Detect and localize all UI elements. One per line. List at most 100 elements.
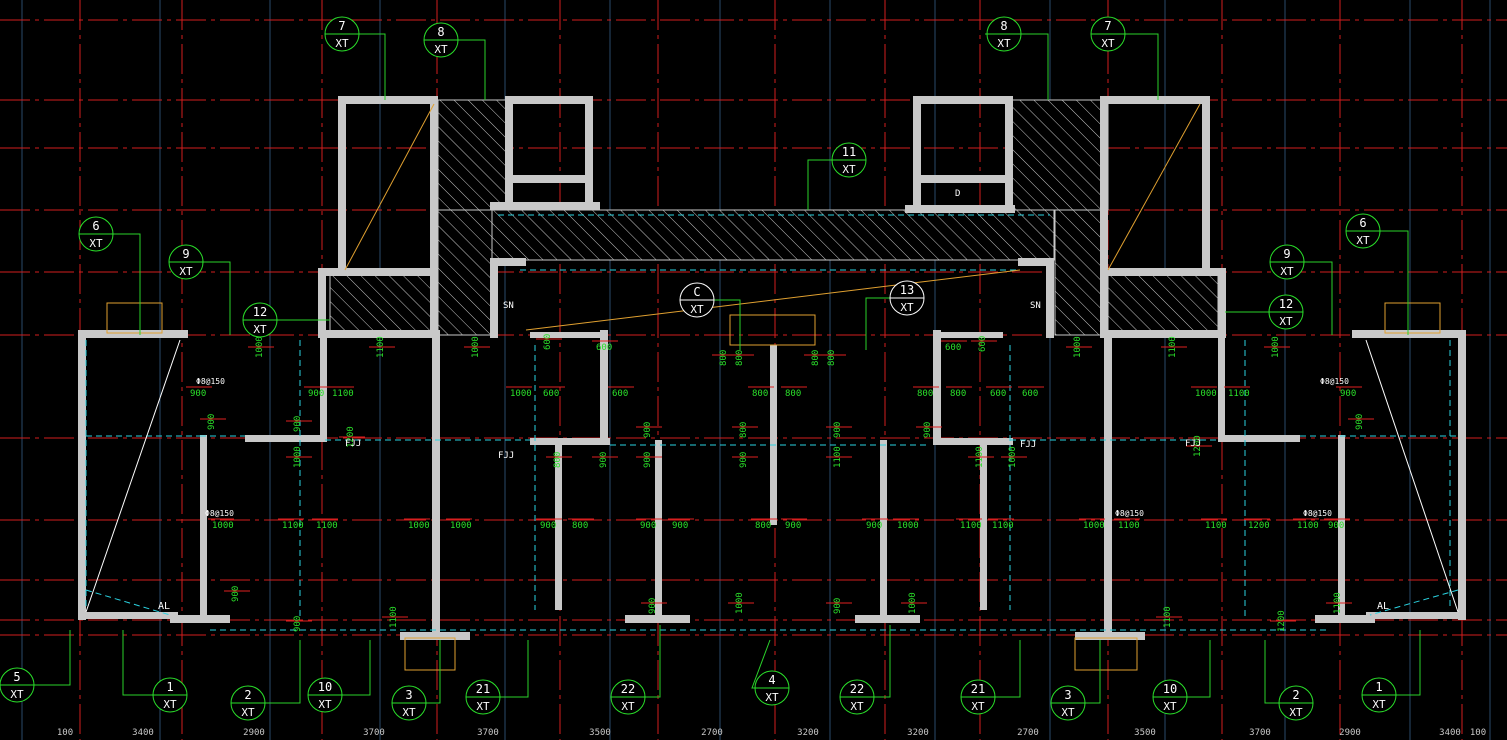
dim-label-12: 1100 [1168, 336, 1178, 358]
dim-mark-52: 800 [568, 518, 594, 531]
dim-mark-39: 1000 [1001, 446, 1027, 468]
dim-label-47: 1100 [282, 521, 304, 531]
dim-mark-71: 900 [826, 598, 852, 614]
marker-number: 12 [1279, 297, 1293, 311]
dim-mark-13: 1000 [1264, 336, 1290, 358]
marker-tag: XT [1163, 700, 1177, 713]
dim-label-44: 1200 [346, 426, 356, 448]
marker-number: 9 [182, 247, 189, 261]
label-fjj-2: FJJ [498, 451, 514, 461]
marker-tag: XT [765, 691, 779, 704]
dash-6 [85, 589, 171, 616]
dim-mark-73: 1100 [382, 606, 408, 628]
dim-mark-29: 900 [1348, 414, 1374, 430]
dim-mark-44: 1200 [339, 426, 365, 448]
rebar-2: Φ8@150 [205, 509, 234, 518]
marker-tag: XT [253, 323, 267, 336]
marker-4-20: 4XT [751, 639, 790, 706]
dim-mark-68: 900 [641, 598, 667, 614]
wall-52 [170, 615, 230, 623]
dim-mark-49: 1000 [404, 518, 430, 531]
dim-label-72: 900 [293, 616, 303, 632]
dim-label-73: 1100 [389, 606, 399, 628]
dim-mark-17: 1000 [506, 386, 532, 399]
rebar-4: Φ8@150 [1303, 509, 1332, 518]
marker-number: 7 [1104, 19, 1111, 33]
bottom-dim-14: 100 [1470, 728, 1486, 738]
dim-label-31: 900 [293, 416, 303, 432]
bottom-dim-0: 100 [57, 728, 73, 738]
marker-7-3: 7XT [1090, 16, 1159, 100]
dim-mark-19: 600 [608, 386, 634, 399]
marker-tag: XT [434, 43, 448, 56]
marker-3-23: 3XT [1050, 640, 1101, 721]
dim-mark-2: 1000 [464, 336, 490, 358]
dim-label-76: 1100 [1163, 606, 1173, 628]
wall-50 [980, 440, 987, 610]
dim-mark-63: 1100 [1201, 518, 1227, 531]
wall-45 [1338, 435, 1345, 620]
detail-markers: 7XT8XT8XT7XT11XT6XT9XT12XT6XT9XT12XTCXT1… [0, 16, 1421, 721]
hatch-0 [437, 99, 511, 211]
orange-diag-left [344, 103, 435, 271]
marker-number: 10 [1163, 682, 1177, 696]
wall-34 [530, 332, 600, 338]
marker-2-25: 2XT [1264, 640, 1314, 721]
marker-number: 6 [92, 219, 99, 233]
dim-mark-3: 600 [536, 334, 562, 350]
marker-3-17: 3XT [391, 640, 441, 721]
wall-56 [1075, 632, 1145, 640]
dim-mark-59: 1100 [956, 518, 982, 531]
orange-diag-mid [525, 269, 1021, 331]
dim-mark-50: 1000 [446, 518, 472, 531]
dim-label-1: 1100 [376, 336, 386, 358]
marker-tag: XT [241, 706, 255, 719]
bottom-dim-13: 3400 [1439, 728, 1461, 738]
wall-17 [1100, 268, 1210, 276]
bottom-dim-12: 2900 [1339, 728, 1361, 738]
hatch-2 [329, 271, 439, 336]
wall-13 [905, 205, 1015, 213]
dim-mark-25: 600 [1018, 386, 1044, 399]
marker-tag: XT [997, 37, 1011, 50]
marker-number: 7 [338, 19, 345, 33]
marker-9-9: 9XT [1269, 244, 1333, 335]
marker-2-15: 2XT [230, 640, 301, 721]
slab-hatch [329, 99, 1219, 336]
marker-number: 2 [1292, 688, 1299, 702]
marker-tag: XT [179, 265, 193, 278]
bottom-dim-4: 3700 [477, 728, 499, 738]
marker-8-1: 8XT [423, 22, 486, 100]
beam-dashes [85, 103, 1459, 671]
bottom-dim-11: 3700 [1249, 728, 1271, 738]
wall-40 [530, 438, 610, 445]
dim-label-62: 1100 [1118, 521, 1140, 531]
wall-43 [1104, 330, 1112, 635]
dim-mark-62: 1100 [1114, 518, 1140, 531]
rebar-1: Φ8@150 [196, 377, 225, 386]
wall-37 [320, 330, 327, 440]
bottom-dim-10: 3500 [1134, 728, 1156, 738]
dim-label-65: 1100 [1297, 521, 1319, 531]
dim-label-67: 900 [231, 586, 241, 602]
dim-label-30: 900 [207, 414, 217, 430]
bottom-dim-3: 3700 [363, 728, 385, 738]
dim-label-4: 600 [596, 343, 612, 353]
dim-label-45: 1200 [1193, 435, 1203, 457]
wall-51 [78, 612, 178, 619]
dim-label-18: 600 [543, 389, 559, 399]
wall-3 [338, 268, 438, 276]
dim-label-61: 1000 [1083, 521, 1105, 531]
bottom-dim-8: 3200 [907, 728, 929, 738]
dim-label-53: 900 [640, 521, 656, 531]
bottom-dim-5: 3500 [589, 728, 611, 738]
dim-label-52: 800 [572, 521, 588, 531]
dim-label-23: 800 [950, 389, 966, 399]
marker-number: 3 [1064, 688, 1071, 702]
